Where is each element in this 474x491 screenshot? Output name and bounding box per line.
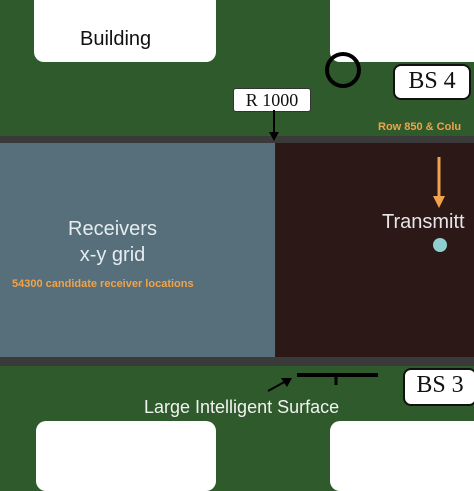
receivers-grid-area xyxy=(0,143,275,357)
circle-marker-icon xyxy=(325,52,361,88)
transmitter-dot xyxy=(433,238,447,252)
building-top-right xyxy=(330,0,474,62)
arrow-up-right-icon xyxy=(267,378,292,392)
bs4-tag: BS 4 xyxy=(393,64,471,100)
r1000-tag: R 1000 xyxy=(233,88,311,112)
arrow-down-icon xyxy=(269,110,279,141)
receiver-count-label: 54300 candidate receiver locations xyxy=(12,278,194,290)
lis-label: Large Intelligent Surface xyxy=(144,397,340,417)
road-top xyxy=(0,136,474,143)
lis-bar xyxy=(297,373,378,385)
receivers-line-1: Receivers xyxy=(68,218,157,240)
receivers-title: Receivers x-y grid xyxy=(0,216,225,268)
building-top-left xyxy=(34,0,216,62)
diagram-overlay xyxy=(267,110,445,392)
building-label: Building xyxy=(80,28,152,50)
transmitter-label: Transmitt xyxy=(382,211,465,233)
orange-arrow-down-icon xyxy=(433,157,445,208)
receivers-line-2: x-y grid xyxy=(79,244,146,266)
bs3-tag: BS 3 xyxy=(403,368,474,406)
road-bottom xyxy=(0,357,474,366)
row-column-label: Row 850 & Colu xyxy=(378,121,462,133)
area-divider xyxy=(275,143,276,357)
